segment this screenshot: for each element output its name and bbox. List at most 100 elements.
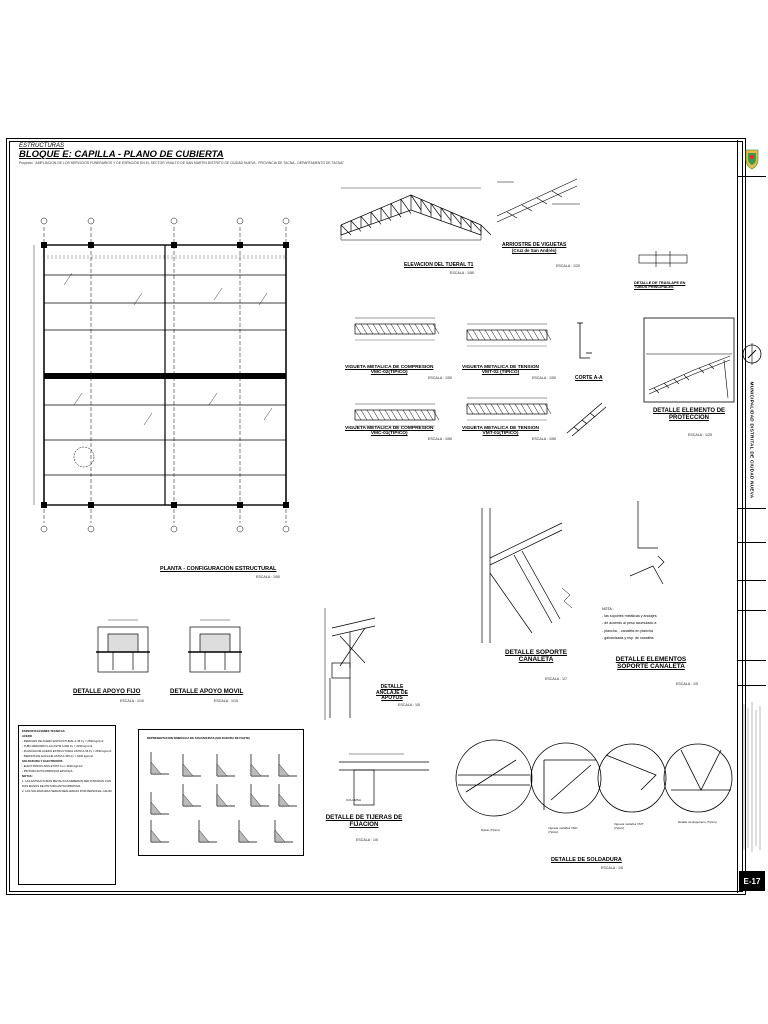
joist-web xyxy=(396,323,404,335)
truss-diagonal xyxy=(420,199,432,214)
joist-web xyxy=(478,403,486,415)
tb-divider xyxy=(738,508,766,509)
title-block: MUNICIPALIDAD DISTRITAL DE CIUDAD NUEVA … xyxy=(737,140,766,893)
column-mark xyxy=(237,242,243,248)
leader-line xyxy=(213,287,223,301)
joist-web xyxy=(490,403,498,415)
joist-web xyxy=(484,403,492,415)
joist-web xyxy=(426,409,434,421)
column-mark xyxy=(88,242,94,248)
truss-fixing-title: DETALLE DE TIJERAS DE FIJACION xyxy=(325,814,403,828)
joist-web xyxy=(414,323,422,335)
axis-bubble xyxy=(87,217,95,225)
weld-circle-label-4: Detalle de Esquinero (Típico) xyxy=(678,820,717,824)
axis-bubble xyxy=(236,217,244,225)
truss-diagonal xyxy=(350,220,362,232)
weld-fillet xyxy=(274,829,286,843)
joist-web xyxy=(366,409,374,421)
joist-web xyxy=(432,323,440,335)
joist-web xyxy=(408,409,416,421)
fixed-support-title: DETALLE APOYO FIJO xyxy=(73,688,141,695)
tb-divider xyxy=(738,580,766,581)
truss-elevation xyxy=(340,187,492,241)
tb-dense-notes xyxy=(743,702,761,852)
joist-web xyxy=(502,329,510,341)
vmc02-scale: ESCALA : 1/50 xyxy=(428,376,452,380)
axis-bubble xyxy=(170,525,178,533)
weld-fillet xyxy=(198,829,210,843)
truss-diagonal xyxy=(450,211,462,225)
column-mark xyxy=(88,502,94,508)
joist-chord xyxy=(354,323,436,335)
joist-chord xyxy=(354,409,436,421)
truss-diagonal xyxy=(400,199,412,214)
joist-web xyxy=(472,329,480,341)
tb-divider xyxy=(738,660,766,661)
fixed-support-drawing xyxy=(96,619,150,673)
weld-symbols xyxy=(150,752,297,843)
vmc01-scale: ESCALA : 1/50 xyxy=(428,437,452,441)
weld-fillet xyxy=(150,801,162,815)
joist-web xyxy=(426,323,434,335)
drawing-sheet: ESTRUCTURAS BLOQUE E: CAPILLA - PLANO DE… xyxy=(6,138,746,895)
column-mark xyxy=(171,242,177,248)
weld-circle-label-1: Diprai (Típico) xyxy=(481,828,500,832)
joist-web xyxy=(378,409,386,421)
municipality-logo-icon xyxy=(745,149,759,170)
joist-web xyxy=(526,403,534,415)
joist-web xyxy=(490,329,498,341)
anchor-scale: ESCALA : 1/5 xyxy=(398,703,420,707)
structural-plan xyxy=(33,217,290,533)
joist-web xyxy=(502,403,510,415)
joist-web xyxy=(390,323,398,335)
joist-chord xyxy=(466,403,548,415)
joist-web xyxy=(478,329,486,341)
leader-line xyxy=(143,412,153,426)
vertical-title-area: MUNICIPALIDAD DISTRITAL DE CIUDAD NUEVA xyxy=(738,380,766,500)
weld-fillet xyxy=(278,763,290,777)
axis-bubble xyxy=(40,525,48,533)
column-mark xyxy=(237,502,243,508)
truss-diagonal xyxy=(430,203,442,218)
gutter-support-title: DETALLE SOPORTE CANALETA xyxy=(504,649,567,664)
mobile-support-scale: ESCALA : 1/10 xyxy=(214,699,238,703)
leader-line xyxy=(258,292,268,306)
axis-bubble xyxy=(236,525,244,533)
weld-fillet xyxy=(216,763,228,777)
axis-bubble xyxy=(170,217,178,225)
joist-web xyxy=(514,403,522,415)
joist-web xyxy=(432,409,440,421)
leader-line xyxy=(73,392,83,406)
vmc01-title: VIGUETA METALICA DE COMPRESION VMC-01(TI… xyxy=(345,426,434,437)
angle-brace-drawing xyxy=(566,402,607,437)
technical-notes: ESPECIFICACIONES TECNICAS ACERO - PERFIL… xyxy=(18,725,116,885)
truss-diagonal xyxy=(440,207,452,221)
joist-web xyxy=(538,329,546,341)
weld-circle-label-2: Vigueta metálica VMC (Típico) xyxy=(548,826,578,834)
transfer-detail-title: DETALLE DE TRASLAPE EN TUBOS PRINCIPALES xyxy=(634,281,686,290)
vertical-title: MUNICIPALIDAD DISTRITAL DE CIUDAD NUEVA xyxy=(749,381,755,499)
vmt01-scale: ESCALA : 1/50 xyxy=(532,437,556,441)
vmt02-title: VIGUETA METALICA DE TENSION VMT-02 (TIPI… xyxy=(462,365,540,376)
anchor-drawing xyxy=(324,608,376,720)
weld-fillet xyxy=(150,829,162,843)
truss-diagonal xyxy=(460,216,472,229)
joist-web xyxy=(538,403,546,415)
protection-detail xyxy=(643,317,735,403)
fixed-support-scale: ESCALA : 1/10 xyxy=(120,699,144,703)
ridge-beam xyxy=(44,373,286,379)
sheet-number: E-17 xyxy=(739,871,765,891)
truss-diagonal xyxy=(380,207,392,221)
bracing-detail xyxy=(496,178,580,223)
tb-divider xyxy=(738,542,766,543)
truss-elevation-title: ELEVACION DEL TIJERAL T1 xyxy=(404,262,474,268)
vmt01-title: VIGUETA METALICA DE TENSION VMT-01(TIPIC… xyxy=(462,426,540,437)
joist-web xyxy=(384,409,392,421)
joist-web xyxy=(544,329,552,341)
leader-line xyxy=(133,292,143,306)
joist-web xyxy=(544,403,552,415)
joist-web xyxy=(408,323,416,335)
joist-web xyxy=(532,403,540,415)
tb-divider xyxy=(738,610,766,611)
column-label: COLUMNA xyxy=(346,798,362,802)
